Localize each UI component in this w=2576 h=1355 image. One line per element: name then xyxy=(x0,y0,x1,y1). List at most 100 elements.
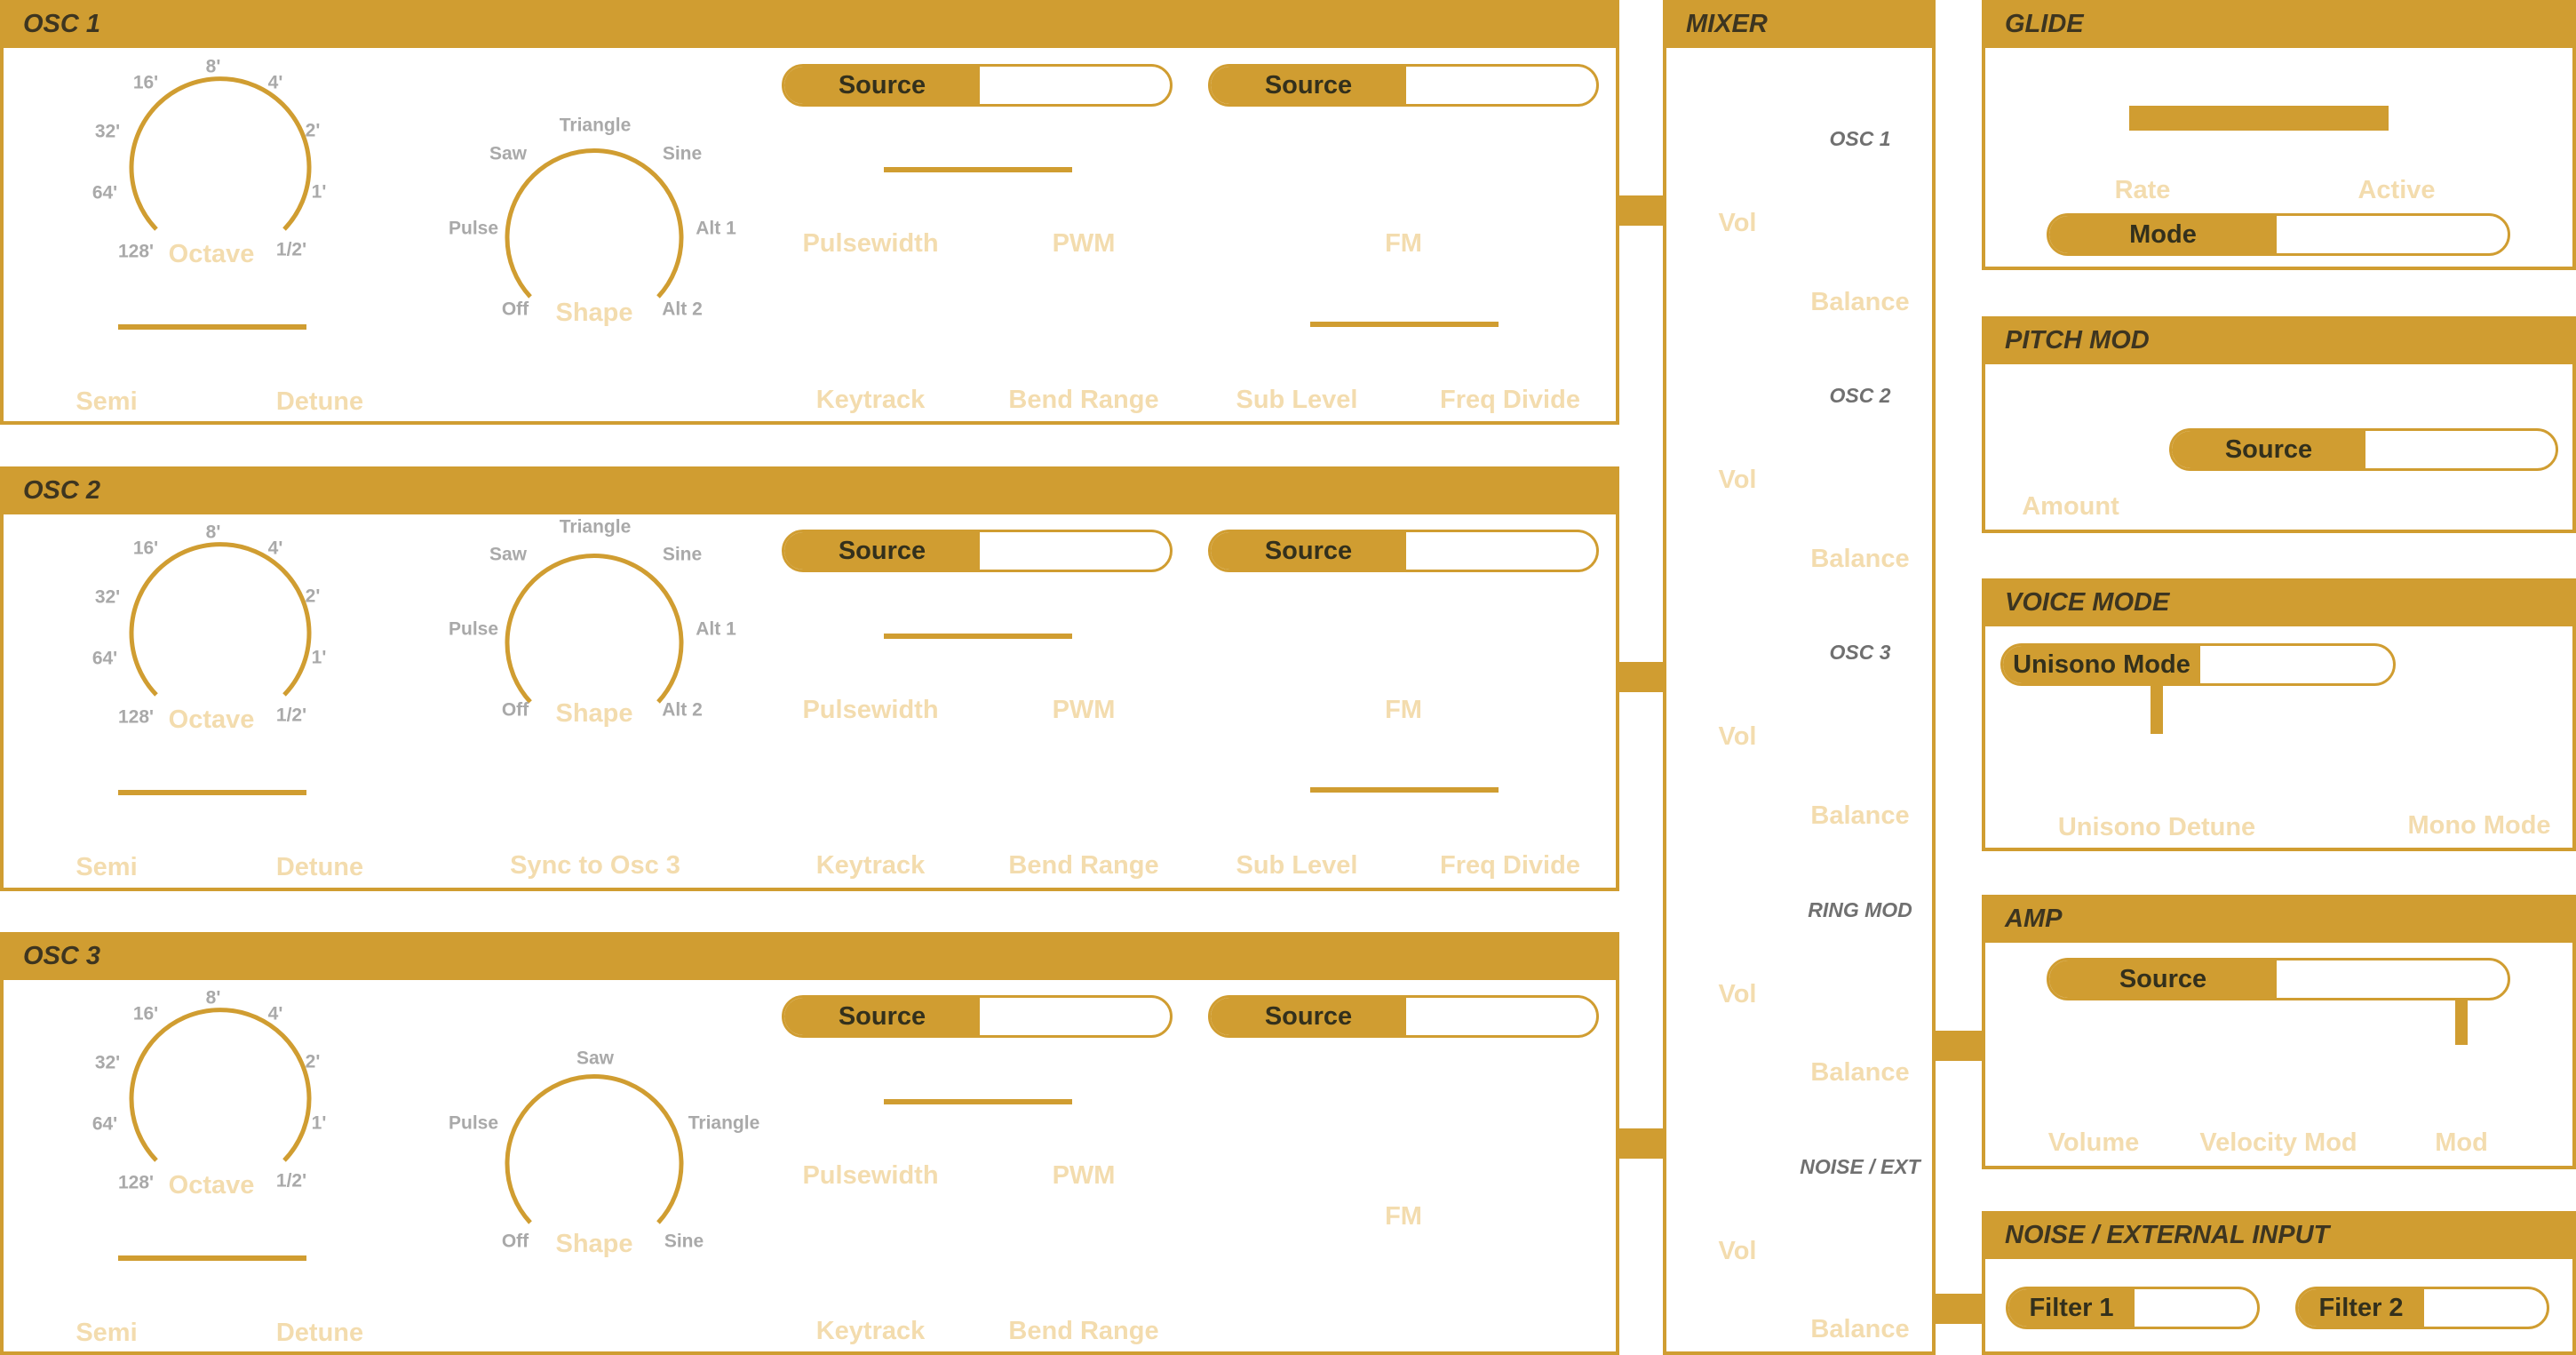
osc3-octave-tick-128: 128' xyxy=(117,1172,155,1193)
osc2-octave-tick-16: 16' xyxy=(132,538,159,559)
voice-mode-unisono-mode-label: Unisono Mode xyxy=(2003,646,2200,683)
osc1-sub-level-label: Sub Level xyxy=(1236,386,1358,414)
osc3-detune-label: Detune xyxy=(275,1319,364,1347)
osc2-freq-divide-label: Freq Divide xyxy=(1440,851,1580,880)
osc1-keytrack-label: Keytrack xyxy=(815,386,926,414)
osc3-pwm-slider[interactable] xyxy=(884,1099,1072,1104)
amp-mod-slider[interactable] xyxy=(2455,1000,2468,1045)
osc2-mixer-connector xyxy=(1619,662,1666,692)
osc3-semi-detune-slider[interactable] xyxy=(118,1255,306,1261)
osc3-fm-source-label: Source xyxy=(1211,998,1406,1035)
osc2-sub-slider[interactable] xyxy=(1310,787,1499,793)
osc1-mixer-connector xyxy=(1619,195,1666,226)
noise-filter1-dropdown[interactable]: Filter 1 xyxy=(2006,1287,2260,1329)
osc2-semi-detune-slider[interactable] xyxy=(118,790,306,795)
osc3-octave-tick-8: 8' xyxy=(205,987,221,1008)
pitch-mod-source-dropdown[interactable]: Source xyxy=(2169,428,2558,471)
pitch-mod-header: PITCH MOD xyxy=(1982,316,2576,364)
osc3-shape-knob[interactable] xyxy=(0,0,684,1224)
osc1-octave-tick-32: 32' xyxy=(94,121,121,142)
mixer-noise-balance-label: Balance xyxy=(1810,1315,1910,1343)
osc3-octave-tick-32: 32' xyxy=(94,1052,121,1073)
osc1-octave-tick-64: 64' xyxy=(91,182,118,203)
osc1-octave-tick-16: 16' xyxy=(132,72,159,93)
osc1-fm-source-label: Source xyxy=(1211,67,1406,104)
osc1-shape-tick-sine: Sine xyxy=(662,143,703,164)
osc1-shape-tick-off: Off xyxy=(501,299,529,320)
noise-filter2-dropdown[interactable]: Filter 2 xyxy=(2295,1287,2549,1329)
osc3-shape-tick-pulse: Pulse xyxy=(448,1112,499,1134)
osc2-pw-source-label: Source xyxy=(784,532,980,570)
osc3-pw-source-label: Source xyxy=(784,998,980,1035)
osc2-shape-tick-pulse: Pulse xyxy=(448,618,499,640)
osc2-shape-knob[interactable] xyxy=(0,0,684,704)
osc1-octave-tick-2: 2' xyxy=(305,120,321,141)
osc2-shape-label: Shape xyxy=(555,699,633,728)
osc2-pwm-slider[interactable] xyxy=(884,634,1072,639)
osc2-pw-source-dropdown[interactable]: Source xyxy=(782,530,1173,572)
osc3-octave-tick-4: 4' xyxy=(267,1003,283,1024)
osc1-shape-knob[interactable] xyxy=(0,0,684,299)
noise-header: NOISE / EXTERNAL INPUT xyxy=(1982,1211,2576,1259)
osc2-octave-label: Octave xyxy=(168,705,255,734)
glide-header: GLIDE xyxy=(1982,0,2576,48)
osc2-semi-label: Semi xyxy=(76,853,138,881)
osc3-octave-tick-1: 1' xyxy=(311,1112,327,1134)
osc2-octave-tick-32: 32' xyxy=(94,586,121,608)
osc2-sub-level-label: Sub Level xyxy=(1236,851,1358,880)
osc3-pw-source-dropdown[interactable]: Source xyxy=(782,995,1173,1038)
osc1-octave-tick-128: 128' xyxy=(117,241,155,262)
mixer-ringmod-balance-label: Balance xyxy=(1810,1058,1910,1087)
osc1-bend-range-label: Bend Range xyxy=(1008,386,1159,414)
osc1-shape-tick-alt1: Alt 1 xyxy=(696,218,736,239)
osc1-octave-knob[interactable] xyxy=(0,0,312,231)
osc3-fm-source-dropdown[interactable]: Source xyxy=(1208,995,1599,1038)
noise-filter2-label: Filter 2 xyxy=(2298,1289,2424,1327)
voice-mode-unisono-detune-label: Unisono Detune xyxy=(2057,813,2256,841)
osc1-fm-source-dropdown[interactable]: Source xyxy=(1208,64,1599,107)
osc2-shape-tick-sine: Sine xyxy=(662,544,703,565)
osc3-shape-label: Shape xyxy=(555,1230,633,1258)
osc2-octave-knob[interactable] xyxy=(0,0,312,697)
osc3-fm-label: FM xyxy=(1385,1202,1422,1231)
voice-mode-unisono-detune-slider[interactable] xyxy=(2151,686,2163,734)
osc2-shape-tick-alt1: Alt 1 xyxy=(696,618,736,640)
voice-mode-unisono-dropdown[interactable]: Unisono Mode xyxy=(2000,643,2396,686)
mixer-amp-connector xyxy=(1936,1031,1982,1061)
mixer-osc2-balance-label: Balance xyxy=(1810,545,1910,573)
osc1-pwm-slider[interactable] xyxy=(884,167,1072,172)
osc2-fm-source-dropdown[interactable]: Source xyxy=(1208,530,1599,572)
osc3-shape-tick-triangle: Triangle xyxy=(688,1112,760,1134)
noise-filter1-label: Filter 1 xyxy=(2008,1289,2135,1327)
osc1-octave-tick-8: 8' xyxy=(205,56,221,77)
osc1-shape-tick-triangle: Triangle xyxy=(559,115,632,136)
osc2-shape-tick-triangle: Triangle xyxy=(559,516,632,538)
glide-mode-dropdown[interactable]: Mode xyxy=(2047,213,2510,256)
osc2-octave-tick-128: 128' xyxy=(117,706,155,728)
osc1-octave-tick-half: 1/2' xyxy=(275,239,307,260)
osc1-freq-divide-label: Freq Divide xyxy=(1440,386,1580,414)
pitch-mod-source-label: Source xyxy=(2172,431,2365,468)
voice-mode-mono-mode-label: Mono Mode xyxy=(2407,811,2551,840)
osc2-fm-source-label: Source xyxy=(1211,532,1406,570)
osc3-octave-knob[interactable] xyxy=(0,0,312,1162)
osc1-semi-label: Semi xyxy=(76,387,138,416)
osc1-sub-slider[interactable] xyxy=(1310,322,1499,327)
osc2-shape-tick-alt2: Alt 2 xyxy=(662,699,703,721)
glide-rate-slider[interactable] xyxy=(2129,106,2389,131)
osc1-header: OSC 1 xyxy=(0,0,1619,48)
mixer-noise-name: NOISE / EXT xyxy=(1800,1155,1920,1178)
osc1-semi-detune-slider[interactable] xyxy=(118,324,306,330)
osc2-sync-label: Sync to Osc 3 xyxy=(510,851,680,880)
amp-velocity-mod-label: Velocity Mod xyxy=(2199,1128,2357,1157)
glide-mode-label: Mode xyxy=(2049,216,2277,253)
amp-source-dropdown[interactable]: Source xyxy=(2047,958,2510,1000)
mixer-osc2-vol-label: Vol xyxy=(1718,466,1757,494)
amp-volume-label: Volume xyxy=(2047,1128,2140,1157)
osc2-detune-label: Detune xyxy=(275,853,364,881)
osc3-octave-tick-16: 16' xyxy=(132,1003,159,1024)
osc1-pw-source-dropdown[interactable]: Source xyxy=(782,64,1173,107)
osc1-octave-tick-4: 4' xyxy=(267,72,283,93)
glide-rate-label: Rate xyxy=(2114,176,2171,204)
osc3-octave-tick-64: 64' xyxy=(91,1113,118,1135)
